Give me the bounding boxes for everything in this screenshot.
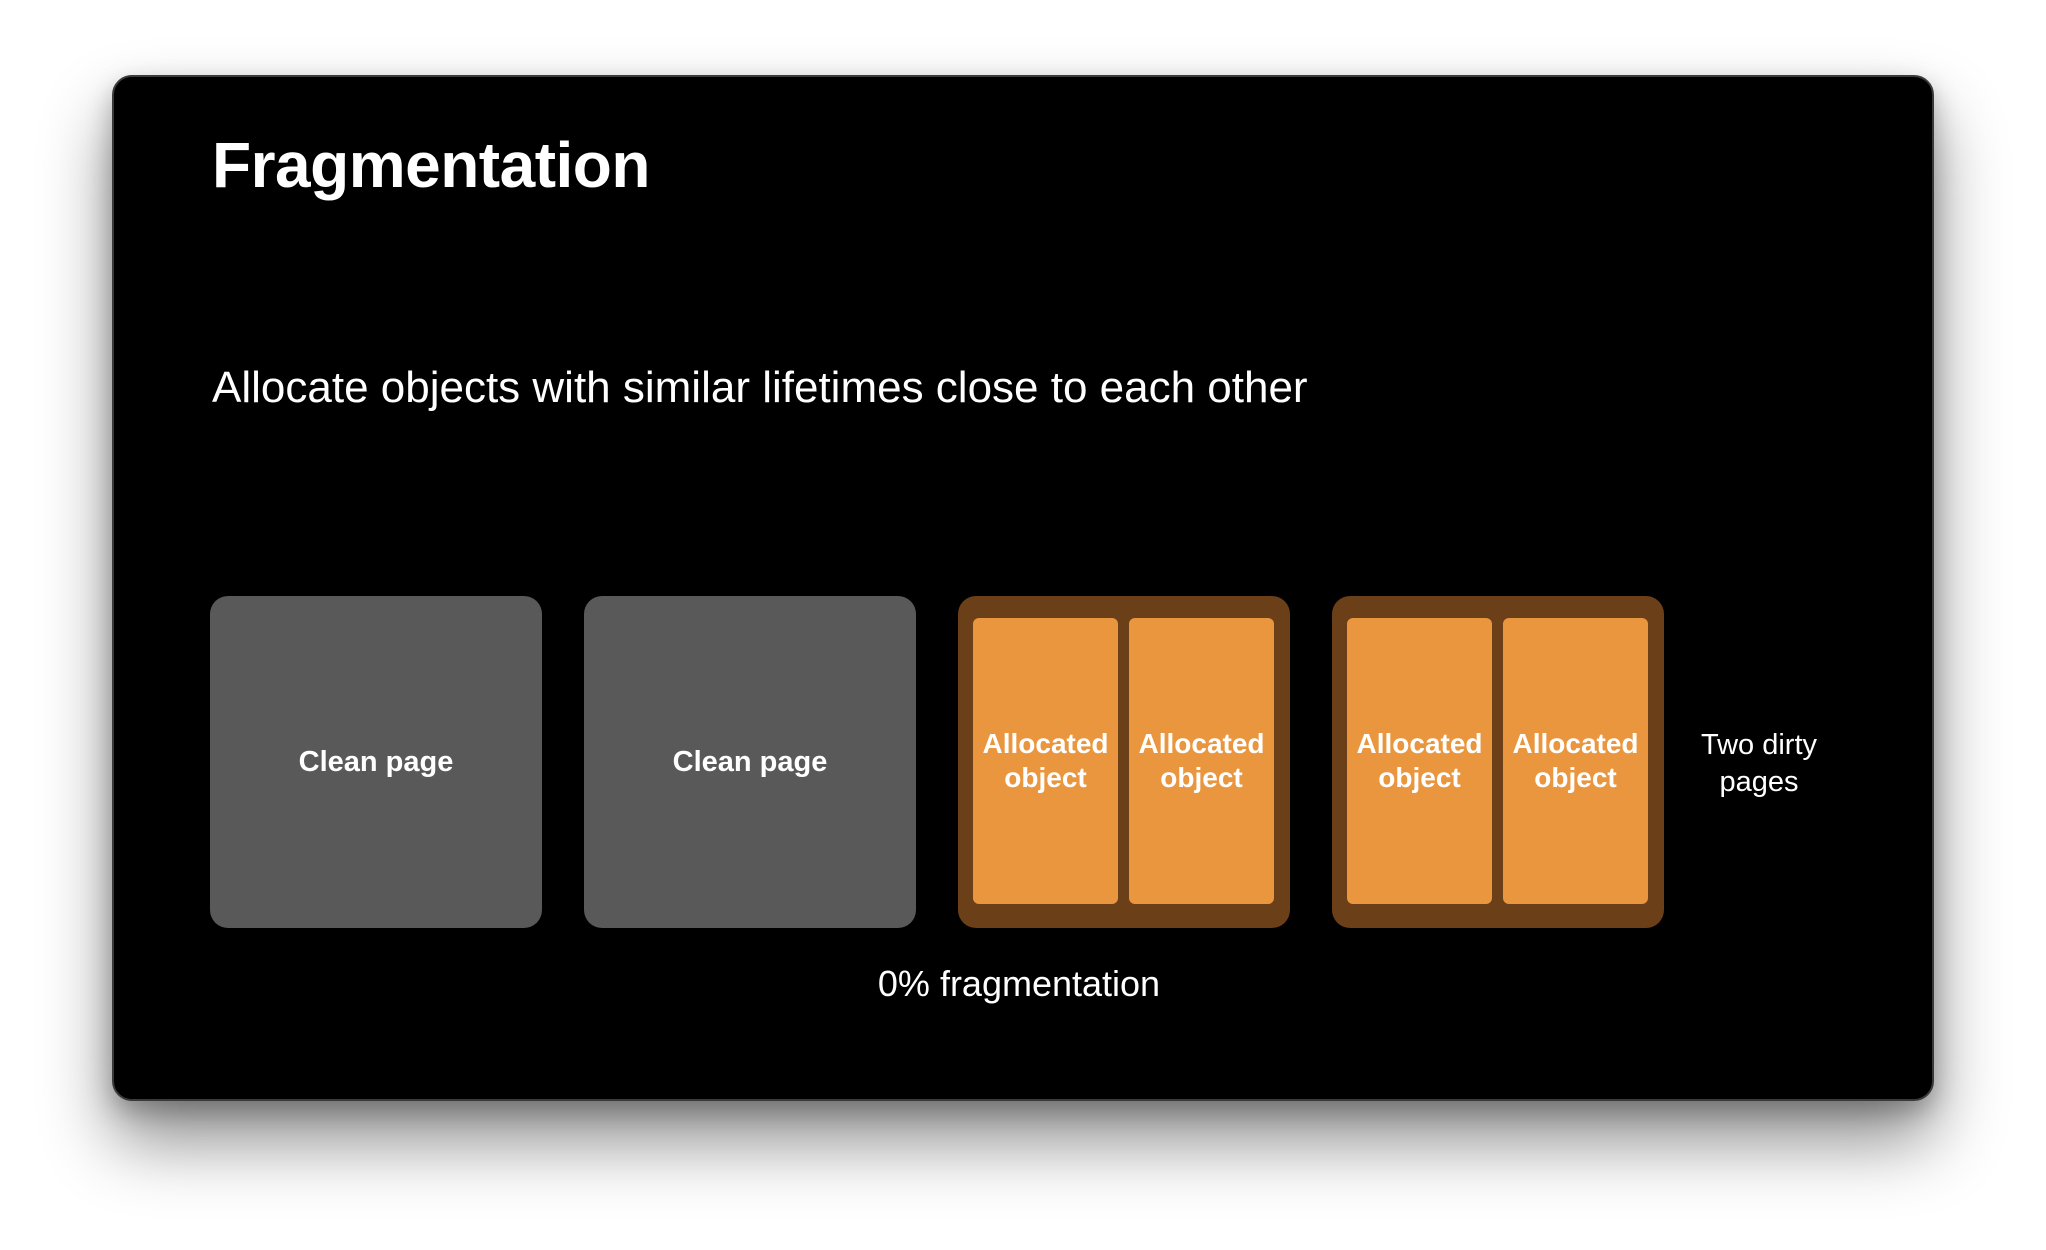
dirty-page: Allocated object Allocated object <box>958 596 1290 928</box>
allocated-object: Allocated object <box>1347 618 1492 904</box>
allocated-object: Allocated object <box>973 618 1118 904</box>
clean-page-label: Clean page <box>672 745 828 778</box>
fragmentation-caption: 0% fragmentation <box>877 963 1161 1004</box>
allocated-object-label: Allocated object <box>982 727 1109 793</box>
clean-page: Clean page <box>584 596 916 928</box>
clean-page: Clean page <box>210 596 542 928</box>
allocated-object-label: Allocated object <box>1356 727 1483 793</box>
slide-subtitle: Allocate objects with similar lifetimes … <box>212 363 1308 412</box>
slide-title: Fragmentation <box>212 129 650 201</box>
allocated-object: Allocated object <box>1129 618 1274 904</box>
allocated-object-label: Allocated object <box>1138 727 1265 793</box>
allocated-object-label: Allocated object <box>1512 727 1639 793</box>
dirty-page: Allocated object Allocated object <box>1332 596 1664 928</box>
clean-page-label: Clean page <box>298 745 454 778</box>
slide-window: Fragmentation Allocate objects with simi… <box>112 75 1934 1101</box>
allocated-object: Allocated object <box>1503 618 1648 904</box>
dirty-pages-annotation: Two dirty pages <box>1700 729 1818 798</box>
